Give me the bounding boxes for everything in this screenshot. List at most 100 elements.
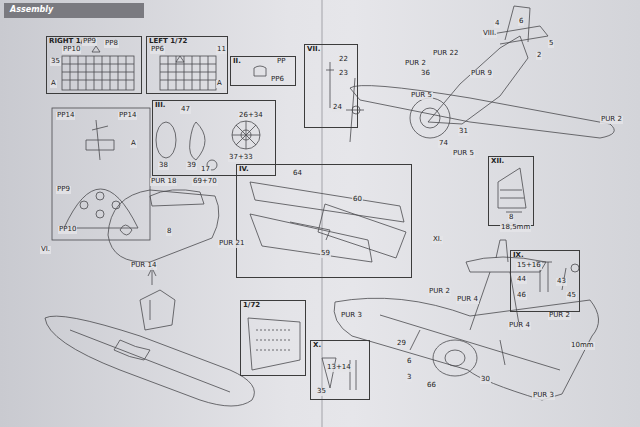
callout-number: PP6 (150, 46, 165, 54)
drawing-stroke (52, 108, 150, 240)
sheet-title: Assembly (6, 4, 57, 16)
callout-number: PP6 (270, 76, 285, 84)
drawing-stroke (433, 340, 477, 376)
callout-number: 59 (320, 250, 331, 258)
drawing-stroke (62, 56, 134, 90)
step-panel: IV. (236, 164, 412, 278)
callout-number: 45 (566, 292, 577, 300)
callout-number: 47 (180, 106, 191, 114)
step-heading: X. (311, 341, 369, 351)
callout-number: PUR 2 (548, 312, 571, 320)
drawing-stroke (420, 108, 440, 128)
drawing-stroke (156, 122, 176, 158)
step-heading: 1/72 (241, 301, 305, 311)
callout-number: 4 (494, 20, 500, 28)
drawing-stroke (114, 340, 150, 360)
callout-number: PUR 14 (130, 262, 157, 270)
drawing-stroke (496, 240, 508, 262)
drawing-stroke (96, 210, 104, 218)
callout-number: 6 (406, 358, 412, 366)
callout-number: 30 (480, 376, 491, 384)
callout-number: 29 (396, 340, 407, 348)
step-panel: 1/72 (240, 300, 306, 376)
drawing-stroke (571, 264, 579, 272)
drawing-stroke (70, 330, 230, 392)
drawing-stroke (256, 330, 292, 350)
drawing-stroke (505, 6, 530, 42)
callout-number: A (130, 140, 137, 148)
callout-number: 39 (186, 162, 197, 170)
drawing-stroke (92, 46, 184, 62)
aircraft-top (326, 6, 614, 142)
drawing-stroke (506, 212, 522, 213)
drawing-stroke (148, 268, 156, 285)
callout-number: PP (276, 58, 286, 66)
drawing-stroke (498, 168, 526, 208)
step-heading: IV. (237, 165, 411, 175)
gear-detail (536, 262, 579, 292)
callout-number: PUR 21 (218, 240, 245, 248)
callout-number: PUR 2 (600, 116, 623, 124)
engine (156, 121, 260, 170)
drawing-stroke (346, 78, 364, 142)
callout-number: 26+34 (238, 112, 264, 120)
cockpit-detail (52, 108, 150, 240)
callout-number: PUR 9 (470, 70, 493, 78)
callout-number: 69+70 (192, 178, 218, 186)
callout-number: PUR 3 (340, 312, 363, 320)
callout-number: PP14 (56, 112, 75, 120)
callout-number: 46 (516, 292, 527, 300)
drawing-stroke (120, 225, 132, 235)
drawing-stroke (64, 189, 138, 228)
tail (498, 168, 526, 212)
drawing-stroke (466, 257, 546, 272)
drawing-stroke (326, 62, 334, 108)
panel-grid (62, 46, 266, 90)
drawing-stroke (232, 121, 260, 149)
drawing-stroke (96, 192, 104, 200)
callout-number: 64 (292, 170, 303, 178)
callout-number: PP8 (104, 40, 119, 48)
callout-number: 17 (200, 166, 211, 174)
callout-number: PP14 (118, 112, 137, 120)
callout-number: PUR 2 (404, 60, 427, 68)
callout-number: 8 (508, 214, 514, 222)
callout-number: PUR 5 (410, 92, 433, 100)
drawing-stroke (62, 56, 134, 90)
callout-number: 10mm (570, 342, 595, 350)
callout-number: PUR 4 (456, 296, 479, 304)
callout-number: PP9 (82, 38, 97, 46)
drawing-stroke (410, 98, 450, 138)
side-view (248, 318, 300, 370)
drawing-stroke (318, 204, 406, 258)
callout-number: 22 (338, 56, 349, 64)
callout-number: 11 (216, 46, 227, 54)
callout-number: 15+16 (516, 262, 542, 270)
step-heading: IX. (511, 251, 579, 261)
callout-number: 31 (458, 128, 469, 136)
callout-number: PP10 (62, 46, 81, 54)
drawing-stroke (322, 358, 356, 390)
callout-number: PUR 22 (432, 50, 459, 58)
callout-number: VI. (40, 246, 51, 254)
callout-number: 60 (352, 196, 363, 204)
struts (322, 358, 356, 390)
drawing-stroke (350, 86, 614, 138)
aircraft-bottom (334, 240, 598, 400)
callout-number: 8 (166, 228, 172, 236)
drawing-stroke (140, 290, 175, 330)
step-heading: III. (153, 101, 275, 111)
step-heading: XII. (489, 157, 533, 167)
callout-number: 35 (50, 58, 61, 66)
callout-number: PP10 (58, 226, 77, 234)
drawing-stroke (232, 121, 260, 149)
drawing-stroke (352, 106, 360, 114)
callout-number: 38 (158, 162, 169, 170)
callout-number: A (50, 80, 57, 88)
callout-number: 6 (518, 18, 524, 26)
callout-number: PUR 3 (532, 392, 555, 400)
drawing-stroke (250, 182, 404, 222)
